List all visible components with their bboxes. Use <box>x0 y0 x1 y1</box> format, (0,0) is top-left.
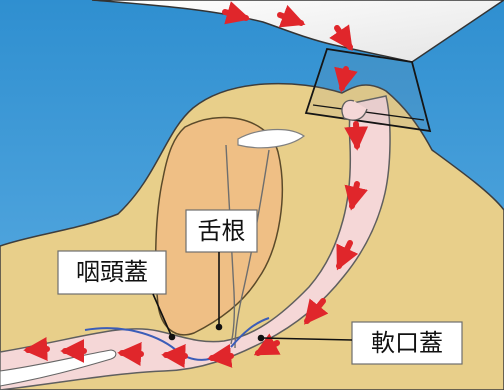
airflow-arrow-icon <box>166 355 185 356</box>
leader-dot <box>216 324 223 331</box>
label-text: 咽頭蓋 <box>76 258 148 286</box>
airflow-arrow-icon <box>212 356 231 358</box>
airflow-arrow-icon <box>342 69 346 88</box>
airflow-arrow-icon <box>356 124 357 146</box>
label-text: 軟口蓋 <box>371 329 443 357</box>
leader-dot <box>169 334 176 341</box>
leader-dot <box>258 335 265 342</box>
airflow-arrow-icon <box>28 349 47 350</box>
airflow-arrow-icon <box>122 353 141 354</box>
label-text: 舌根 <box>198 217 246 245</box>
